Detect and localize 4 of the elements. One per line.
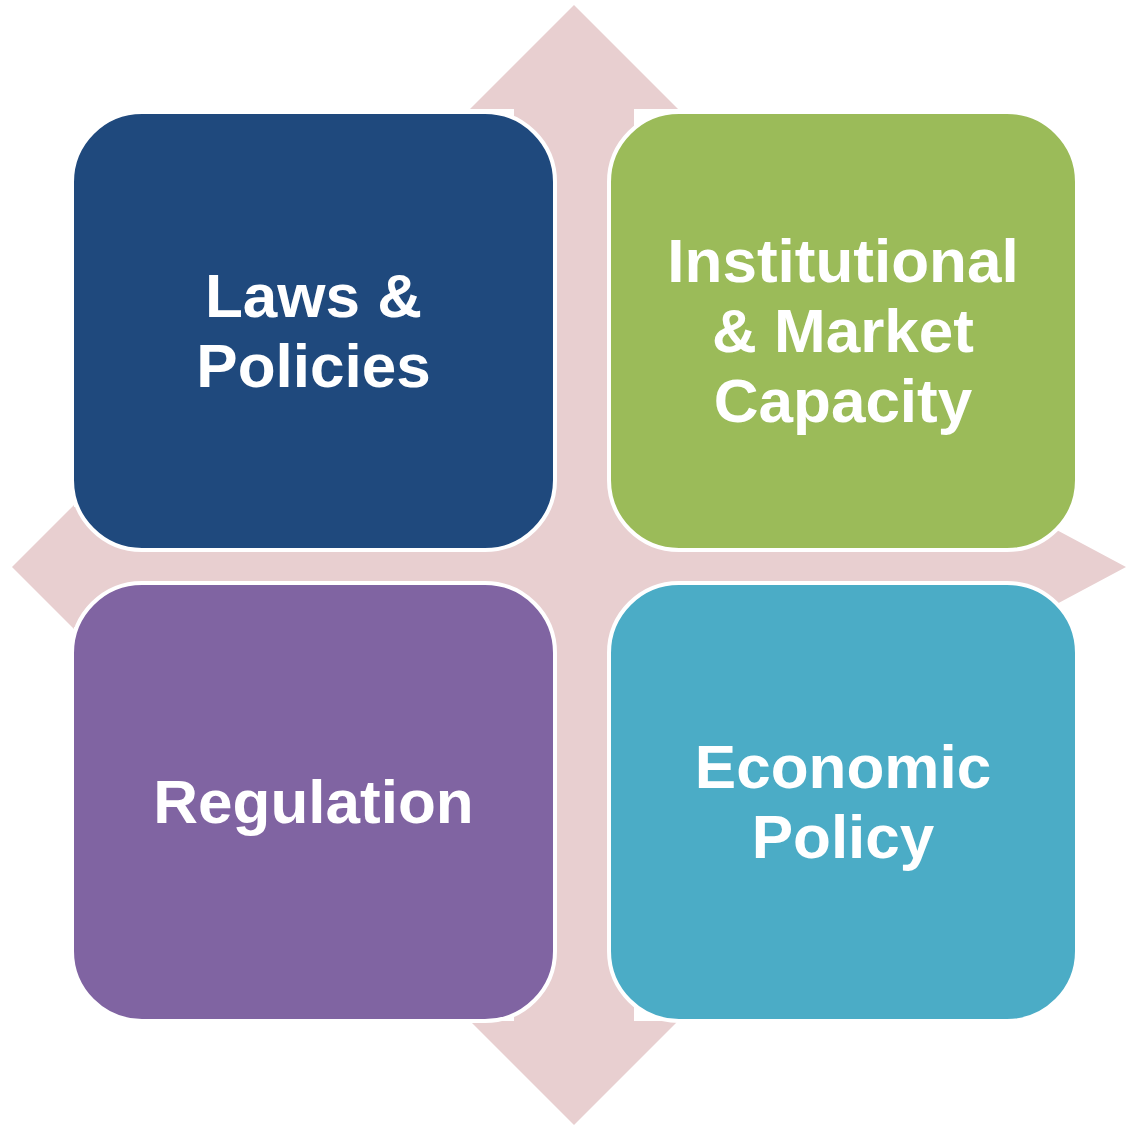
box-label: Regulation: [153, 767, 474, 837]
box-label: Institutional & Market Capacity: [666, 226, 1020, 436]
box-label: Laws & Policies: [195, 261, 432, 401]
box-label: Economic Policy: [693, 732, 993, 872]
